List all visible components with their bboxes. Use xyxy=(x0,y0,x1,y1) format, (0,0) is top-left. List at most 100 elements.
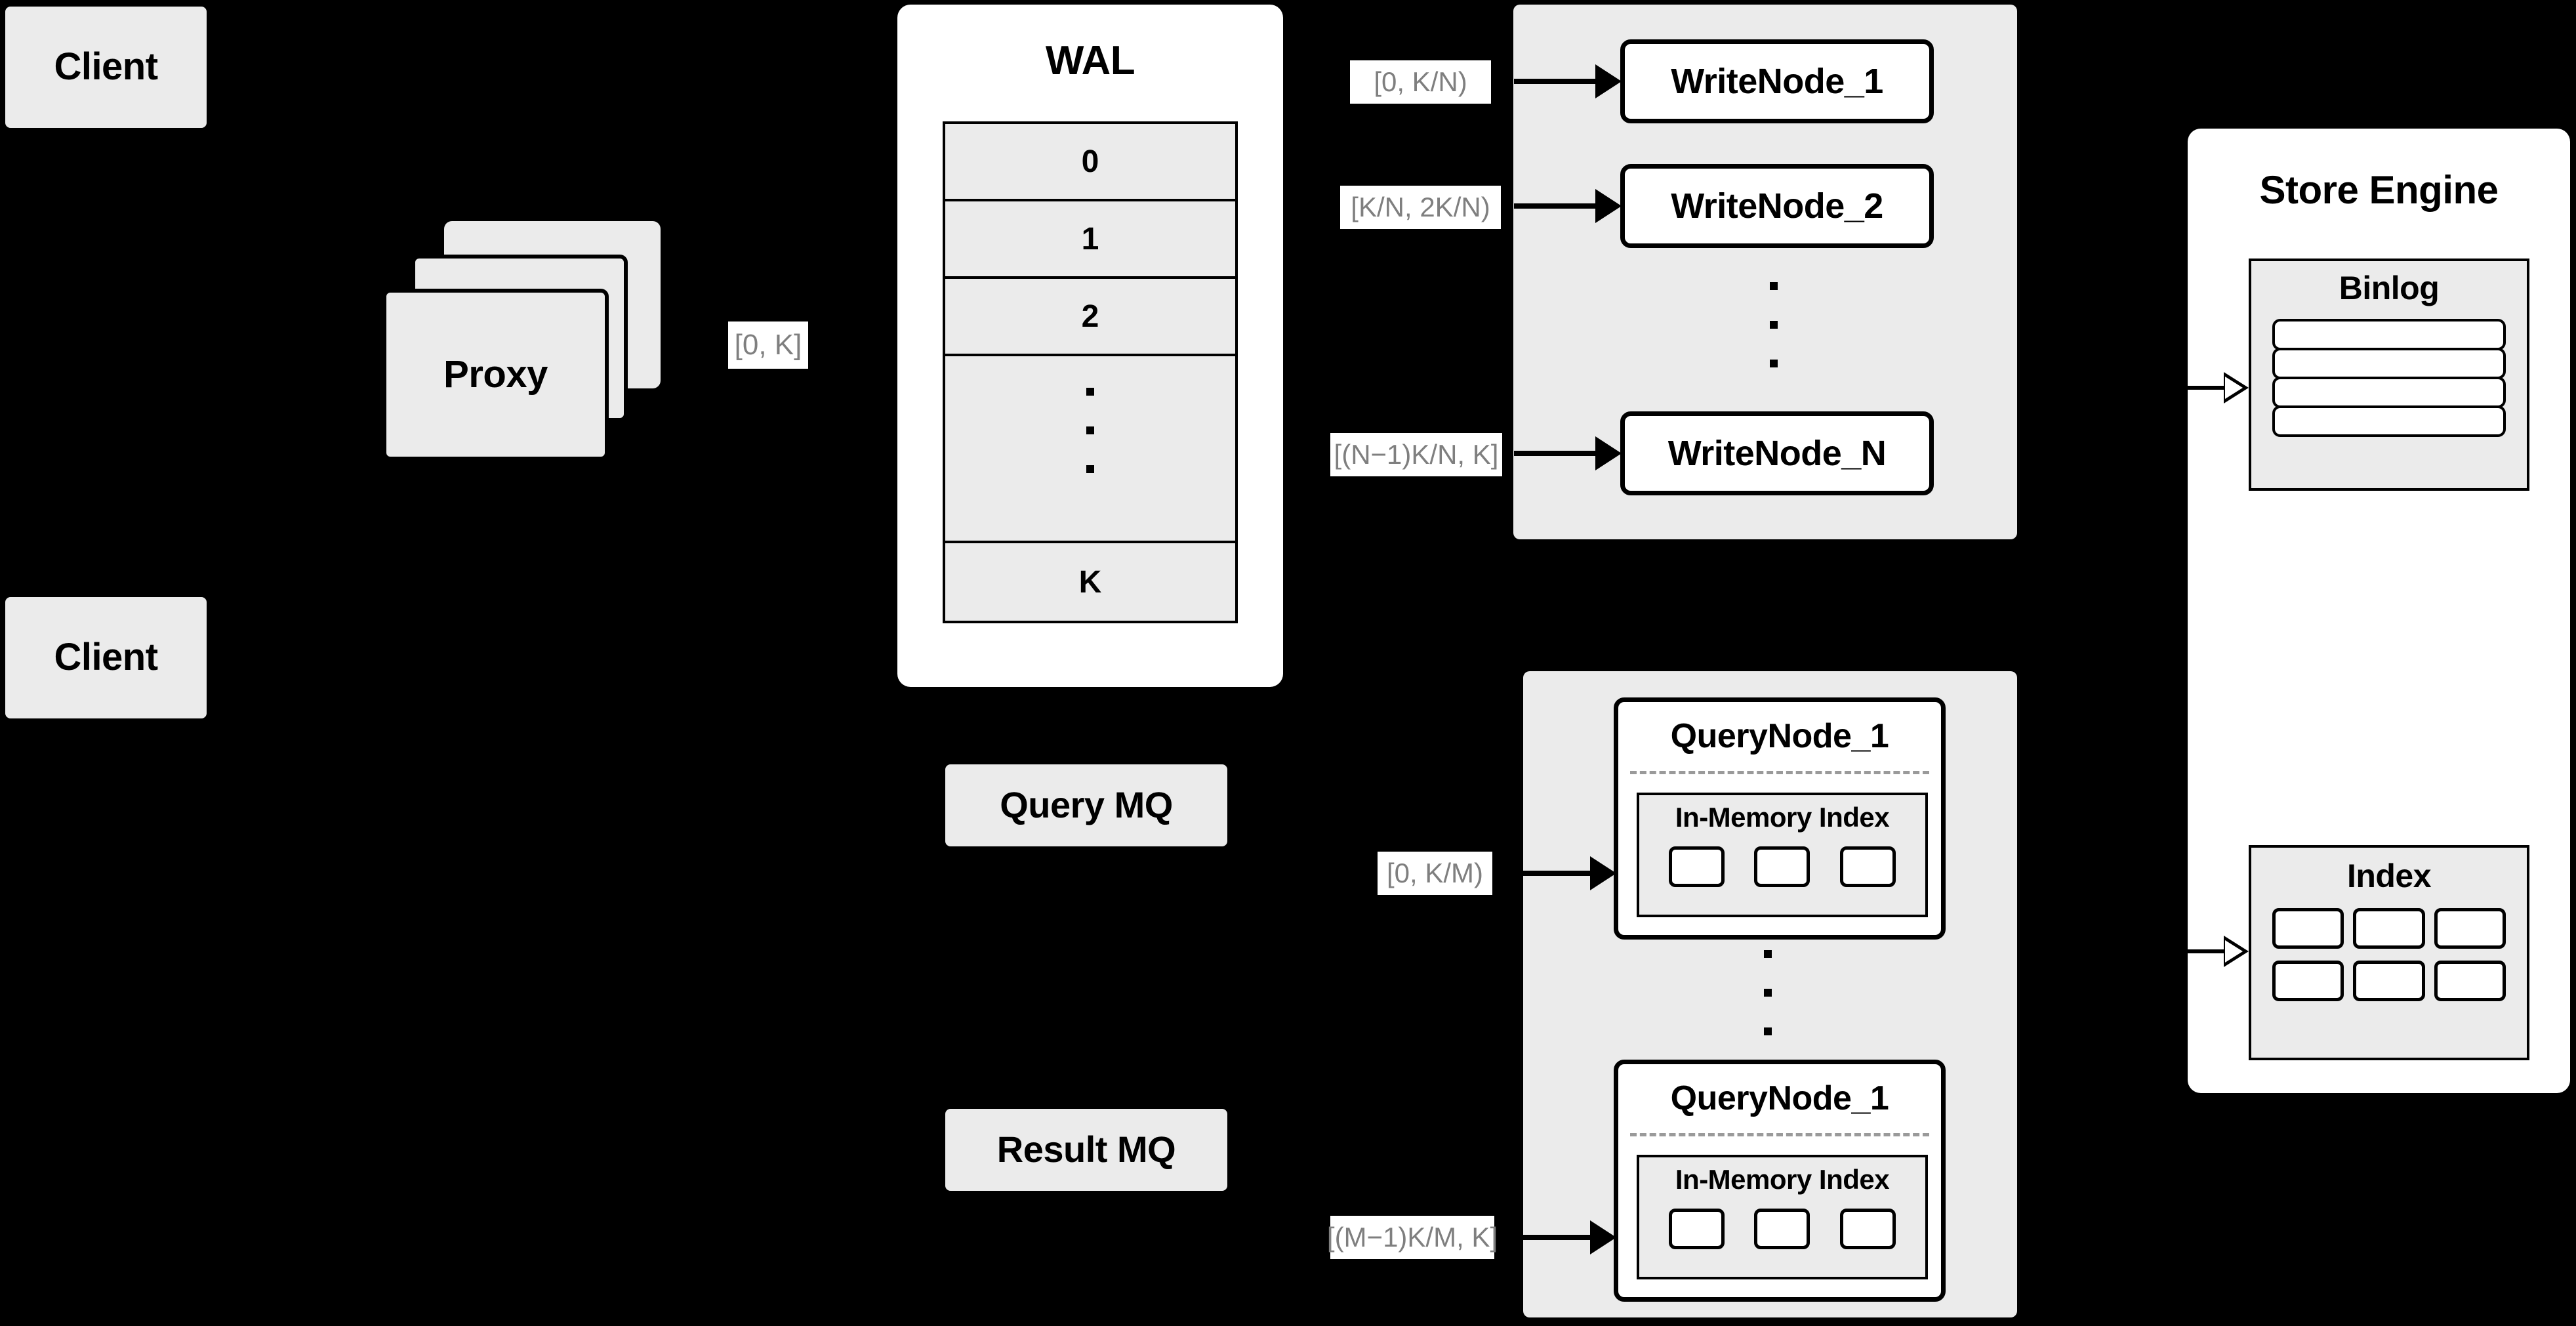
index-cell xyxy=(1840,846,1896,887)
query-mq-box[interactable]: Query MQ xyxy=(945,764,1227,846)
binlog-row xyxy=(2272,405,2506,437)
proxy-box[interactable]: Proxy xyxy=(382,289,609,461)
arrow-head-query-node-1 xyxy=(1590,856,1616,890)
write-node-2-label: WriteNode_2 xyxy=(1671,186,1883,226)
arrow-head-to-binlog-inner xyxy=(2225,377,2243,399)
proxy-label: Proxy xyxy=(443,352,548,396)
edge-label-query-node-m: [(M−1)K/M, K] xyxy=(1327,1216,1498,1259)
index-title: Index xyxy=(2251,856,2527,896)
arrow-line-write-node-n xyxy=(1514,451,1611,456)
arrow-head-to-index-outer xyxy=(2224,936,2249,967)
wal-row-2: 2 xyxy=(945,279,1235,356)
client-box-1[interactable]: Client xyxy=(5,7,207,128)
query-node-1-index-title: In-Memory Index xyxy=(1639,800,1925,835)
query-node-1-label: QueryNode_1 xyxy=(1670,716,1889,755)
query-node-m[interactable]: QueryNode_1 In-Memory Index xyxy=(1614,1060,1946,1302)
index-panel: Index xyxy=(2249,845,2529,1060)
write-node-n-label: WriteNode_N xyxy=(1667,433,1887,473)
arrow-line-write-node-1 xyxy=(1514,79,1611,84)
binlog-row xyxy=(2272,348,2506,379)
edge-label-proxy-to-wal-text: [0, K] xyxy=(734,329,802,361)
edge-label-query-node-m-text: [(M−1)K/M, K] xyxy=(1326,1222,1498,1253)
edge-label-write-node-n-text: [(N−1)K/N, K] xyxy=(1334,439,1499,470)
query-cluster-ellipsis-dots xyxy=(1763,950,1772,1035)
wal-row-1-text: 1 xyxy=(1081,221,1099,257)
query-node-1-index-panel: In-Memory Index xyxy=(1637,793,1928,917)
client-label-2: Client xyxy=(54,636,158,679)
query-node-m-index-title: In-Memory Index xyxy=(1639,1163,1925,1197)
write-cluster-ellipsis-dots xyxy=(1769,282,1778,367)
index-grid-cell xyxy=(2353,961,2425,1001)
query-node-m-title: QueryNode_1 xyxy=(1618,1076,1941,1121)
edge-label-write-node-2-text: [K/N, 2K/N) xyxy=(1351,192,1490,222)
client-label-1: Client xyxy=(54,45,158,89)
binlog-rows xyxy=(2272,319,2506,437)
index-cell xyxy=(1840,1209,1896,1249)
query-node-m-separator xyxy=(1630,1133,1929,1136)
query-node-m-index-cells xyxy=(1654,1209,1911,1249)
edge-label-query-node-1-text: [0, K/M) xyxy=(1386,858,1484,888)
query-node-1-title: QueryNode_1 xyxy=(1618,714,1941,758)
write-node-1[interactable]: WriteNode_1 xyxy=(1620,39,1934,123)
result-mq-box[interactable]: Result MQ xyxy=(945,1109,1227,1191)
index-title-text: Index xyxy=(2346,857,2432,894)
arrow-head-write-node-1 xyxy=(1595,64,1622,98)
edge-label-write-node-1: [0, K/N) xyxy=(1350,60,1491,104)
query-node-1-separator xyxy=(1630,771,1929,774)
index-grid xyxy=(2272,908,2506,1001)
store-engine-title: Store Engine xyxy=(2188,164,2570,215)
index-grid-cell xyxy=(2272,908,2344,949)
wal-row-ellipsis xyxy=(945,356,1235,543)
arrow-line-write-node-2 xyxy=(1514,203,1611,209)
binlog-row xyxy=(2272,319,2506,350)
index-cell xyxy=(1668,846,1725,887)
wal-row-0-text: 0 xyxy=(1081,144,1099,179)
arrow-head-to-binlog-outer xyxy=(2224,372,2249,404)
wal-ellipsis-dots xyxy=(1086,388,1094,473)
index-grid-cell xyxy=(2434,961,2506,1001)
index-grid-cell xyxy=(2434,908,2506,949)
arrow-head-write-node-2 xyxy=(1595,189,1622,223)
write-node-n[interactable]: WriteNode_N xyxy=(1620,411,1934,495)
index-cell xyxy=(1668,1209,1725,1249)
index-cell xyxy=(1754,1209,1810,1249)
index-grid-cell xyxy=(2272,961,2344,1001)
binlog-panel: Binlog xyxy=(2249,259,2529,491)
arrow-head-write-node-n xyxy=(1595,436,1622,470)
query-node-1[interactable]: QueryNode_1 In-Memory Index xyxy=(1614,697,1946,940)
arrow-head-to-index-inner xyxy=(2225,940,2243,963)
arrow-line-to-index xyxy=(2188,949,2227,953)
query-node-m-index-label: In-Memory Index xyxy=(1675,1163,1890,1195)
wal-table: 0 1 2 K xyxy=(943,121,1238,623)
edge-label-write-node-n: [(N−1)K/N, K] xyxy=(1330,433,1502,476)
wal-title: WAL xyxy=(897,36,1283,85)
result-mq-label: Result MQ xyxy=(996,1129,1176,1171)
binlog-title-text: Binlog xyxy=(2339,269,2440,306)
query-node-m-label: QueryNode_1 xyxy=(1670,1079,1889,1117)
index-grid-cell xyxy=(2353,908,2425,949)
wal-row-k-text: K xyxy=(1078,564,1102,600)
binlog-row xyxy=(2272,377,2506,408)
client-box-2[interactable]: Client xyxy=(5,597,207,718)
arrow-head-query-node-m xyxy=(1590,1220,1616,1254)
store-engine-title-text: Store Engine xyxy=(2259,167,2499,212)
write-node-1-label: WriteNode_1 xyxy=(1671,61,1883,101)
wal-row-k: K xyxy=(945,543,1235,621)
write-node-2[interactable]: WriteNode_2 xyxy=(1620,164,1934,248)
wal-title-text: WAL xyxy=(1045,37,1135,83)
query-node-1-index-cells xyxy=(1654,846,1911,887)
edge-label-proxy-to-wal: [0, K] xyxy=(728,321,808,369)
query-node-1-index-label: In-Memory Index xyxy=(1675,801,1890,833)
query-mq-label: Query MQ xyxy=(1000,784,1173,826)
edge-label-query-node-1: [0, K/M) xyxy=(1378,852,1492,895)
wal-row-2-text: 2 xyxy=(1081,299,1099,334)
query-node-m-index-panel: In-Memory Index xyxy=(1637,1155,1928,1279)
wal-row-1: 1 xyxy=(945,201,1235,279)
binlog-title: Binlog xyxy=(2251,268,2527,308)
wal-row-0: 0 xyxy=(945,124,1235,201)
edge-label-write-node-2: [K/N, 2K/N) xyxy=(1340,186,1501,229)
arrow-line-query-node-m xyxy=(1509,1235,1606,1240)
arrow-line-to-binlog xyxy=(2188,386,2227,390)
edge-label-write-node-1-text: [0, K/N) xyxy=(1374,66,1467,97)
